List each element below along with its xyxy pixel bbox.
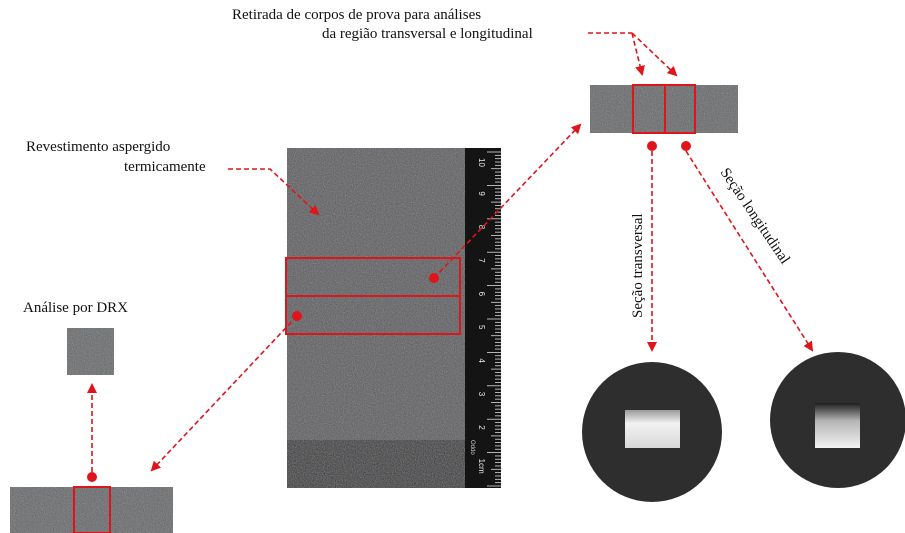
longitudinal-label: Seção longitudinal	[717, 165, 793, 267]
ruler-number: 5	[477, 325, 486, 330]
ruler-number: 6	[477, 292, 486, 297]
ruler-number: 10	[477, 158, 486, 167]
coating-label-line2: termicamente	[124, 159, 206, 175]
extraction-arrow-left	[631, 32, 645, 76]
mount-transversal	[582, 362, 722, 502]
ruler-number: 4	[477, 358, 486, 363]
drx-strip-dot	[87, 472, 97, 482]
box-to-drx-strip-arrow	[150, 315, 298, 472]
ruler-number: 2	[477, 425, 486, 430]
extracted-strip	[590, 84, 738, 134]
drx-strip	[10, 486, 173, 533]
ruler-ticks	[487, 151, 501, 487]
transversal-label: Seção transversal	[630, 213, 646, 318]
ruler-number: 9	[477, 191, 486, 196]
coating-leader-arrow	[228, 168, 320, 216]
ruler-number: 7	[477, 258, 486, 263]
extraction-arrow-right	[631, 32, 678, 77]
ruler-number: 3	[477, 392, 486, 397]
extraction-label-line2: da região transversal e longitudinal	[322, 26, 533, 42]
drx-label: Análise por DRX	[23, 300, 128, 316]
mount-longitudinal	[770, 352, 905, 488]
coating-label-line1: Revestimento aspergido	[26, 139, 171, 155]
drx-sample	[67, 328, 114, 375]
ruler-brand: Oddo	[469, 440, 475, 455]
main-specimen	[287, 148, 465, 488]
box-to-strip-arrow	[433, 123, 582, 279]
longitudinal-dot	[681, 141, 691, 151]
extraction-label-line1: Retirada de corpos de prova para análise…	[232, 7, 482, 23]
longitudinal-arrow	[685, 150, 814, 352]
ruler-number: 1cm	[477, 459, 486, 474]
ruler-number: 8	[477, 225, 486, 230]
transversal-dot	[647, 141, 657, 151]
lower-drx-box	[285, 295, 461, 335]
